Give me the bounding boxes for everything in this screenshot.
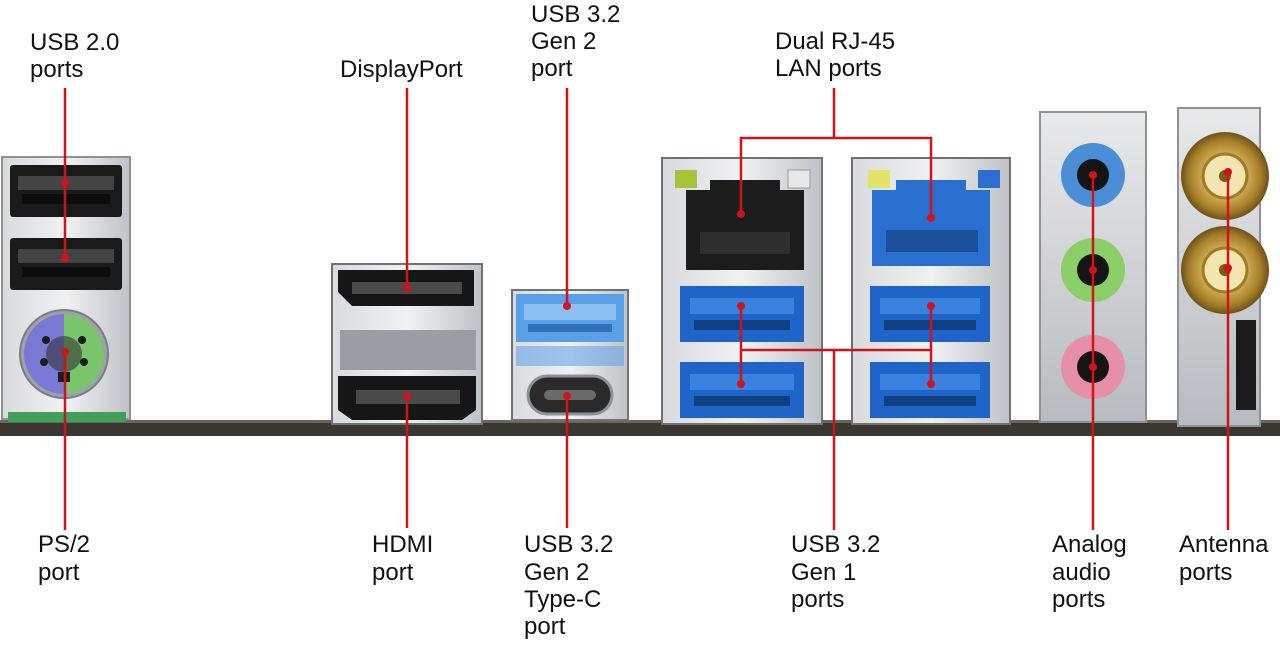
rj45-callout-line [739,88,836,214]
pcb-edge-highlight [0,420,1280,423]
usb32gen1-label: USB 3.2 Gen 1 ports [791,531,887,613]
audio-label: Analog audio ports [1052,531,1133,613]
usb20-label: USB 2.0 ports [30,29,126,83]
usb32gen2-label: USB 3.2 Gen 2 port [531,1,627,82]
usb32gen2c-label: USB 3.2 Gen 2 Type-C port [524,531,620,640]
usb20-port-bottom [10,238,122,290]
callout-lines [63,88,1230,530]
rj45-port-2 [872,180,990,266]
usb32-gen2-typea [516,294,624,342]
antenna-stack [1177,107,1269,427]
displayport-label: DisplayPort [340,56,463,83]
rj45-callout-line-2 [834,136,933,218]
callout-dots [61,168,1232,400]
ps2-label: PS/2 port [38,531,97,586]
rj45-label: Dual RJ-45 LAN ports [775,28,902,82]
rj45-port-1 [686,180,804,270]
antenna-connector-top [1181,132,1269,220]
hdmi-label: HDMI port [372,531,440,586]
antenna-label: Antenna ports [1179,531,1275,586]
usb32-gen2-stack [511,289,629,421]
pcb-edge [0,422,1280,436]
